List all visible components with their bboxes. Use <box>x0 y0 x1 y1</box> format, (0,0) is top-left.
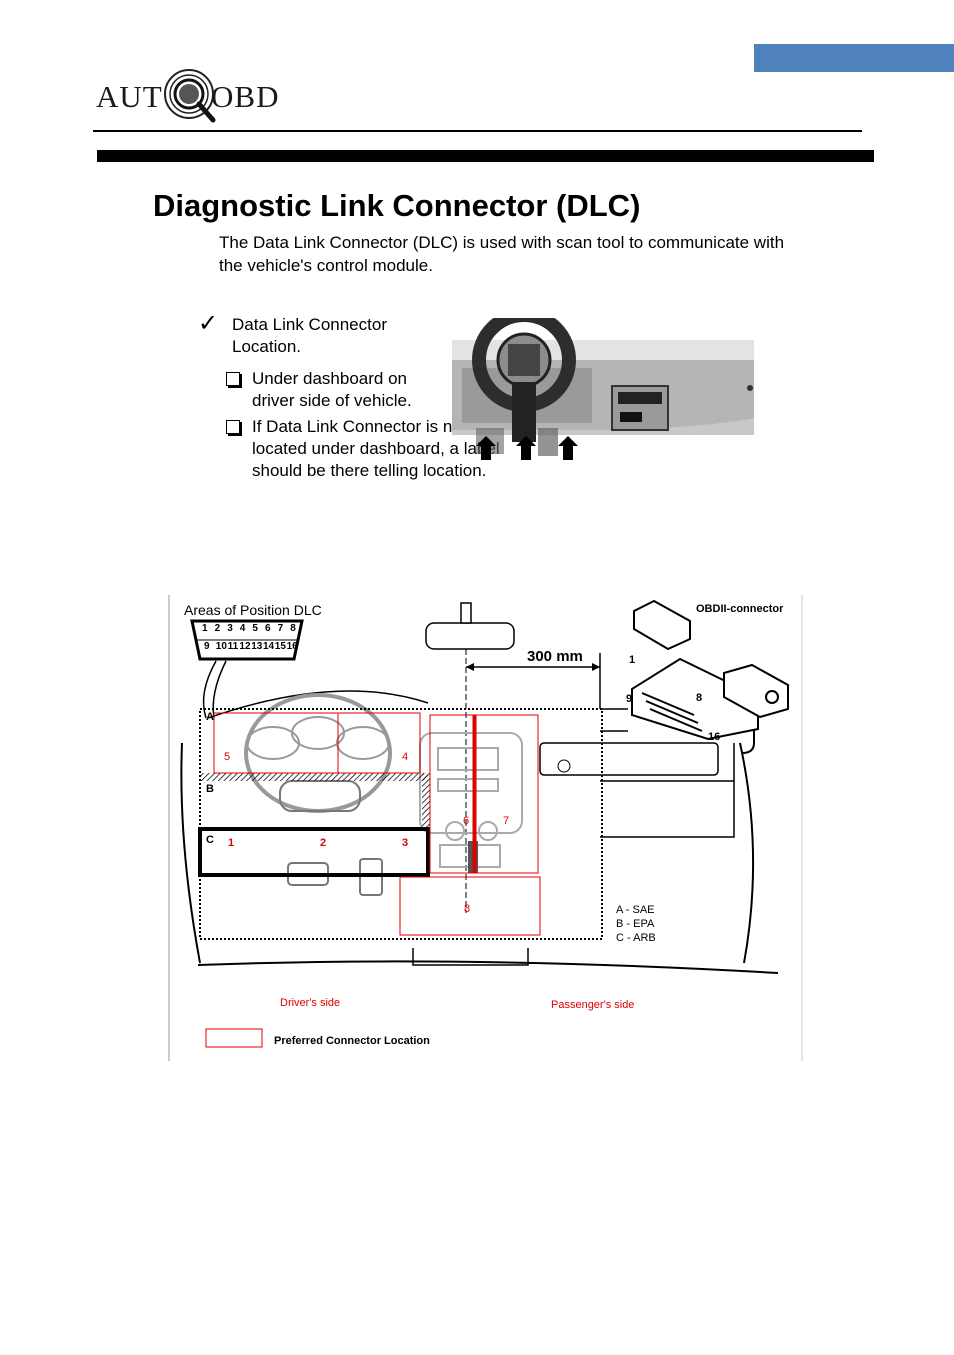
location-number: 1 <box>228 837 235 849</box>
zone-label: B <box>206 783 214 795</box>
distance-label: 300 mm <box>527 648 583 665</box>
page-title: Diagnostic Link Connector (DLC) <box>153 188 641 223</box>
checkmark-icon: ✓ <box>198 309 219 337</box>
obdii-connector-label: OBDII-connector <box>696 603 784 615</box>
zone-label: C <box>206 834 214 846</box>
location-number: 5 <box>224 751 231 763</box>
pin-number: 7 <box>277 623 284 634</box>
pin-number: 4 <box>239 623 246 634</box>
pin-number: 13 <box>251 641 263 652</box>
passengers-side-label: Passenger's side <box>551 999 635 1011</box>
intro-paragraph: The Data Link Connector (DLC) is used wi… <box>219 233 785 275</box>
square-bullet-icon <box>226 420 240 434</box>
preferred-location-legend: Preferred Connector Location <box>274 1035 430 1047</box>
autoobd-logo: AUT OBD <box>93 58 293 130</box>
pin-number: 10 <box>215 641 227 652</box>
pin-number: 14 <box>263 641 275 652</box>
location-number: 6 <box>463 815 470 827</box>
legend-item: A - SAE <box>616 904 655 916</box>
header-rule-thin <box>93 130 862 132</box>
pin-number: 6 <box>265 623 271 634</box>
diagram-title: Areas of Position DLC <box>184 602 322 618</box>
connector-pin-label: 1 <box>629 654 636 666</box>
pin-number: 11 <box>227 641 239 652</box>
location-number: 7 <box>503 815 510 827</box>
checklist-item: Under dashboard on driver side of vehicl… <box>252 369 412 410</box>
pin-number: 8 <box>290 623 296 634</box>
pin-number: 5 <box>252 623 258 634</box>
dlc-diagram-drawing <box>168 595 803 1061</box>
legend-item: C - ARB <box>616 932 656 944</box>
pin-number: 9 <box>204 641 210 652</box>
logo-text-right: OBD <box>211 79 280 114</box>
legend-item: B - EPA <box>616 918 655 930</box>
pin-number: 2 <box>214 623 221 634</box>
magnifier-logo-icon <box>164 69 216 123</box>
connector-pin-label: 16 <box>708 731 721 743</box>
location-number: 8 <box>464 903 471 915</box>
location-number: 4 <box>402 751 409 763</box>
location-number: 2 <box>320 837 327 849</box>
logo-text-left: AUT <box>96 79 163 114</box>
location-number: 3 <box>402 837 409 849</box>
header-accent-bar <box>754 44 954 72</box>
drivers-side-label: Driver's side <box>280 997 341 1009</box>
pin-number: 3 <box>227 623 233 634</box>
checklist-text: Data Link Connector Location. <box>232 315 387 356</box>
pin-number: 12 <box>239 641 251 652</box>
checklist-item: If Data Link Connector is not located un… <box>252 417 500 480</box>
connector-pin-label: 9 <box>626 693 633 705</box>
pin-number: 16 <box>286 641 298 652</box>
header-rule-thick <box>97 150 874 162</box>
square-bullet-icon <box>226 372 240 386</box>
dashboard-illustration <box>452 318 754 460</box>
zone-label: A <box>206 711 214 723</box>
pin-number: 1 <box>202 623 208 634</box>
pin-number: 15 <box>274 641 286 652</box>
connector-pin-label: 8 <box>696 692 703 704</box>
